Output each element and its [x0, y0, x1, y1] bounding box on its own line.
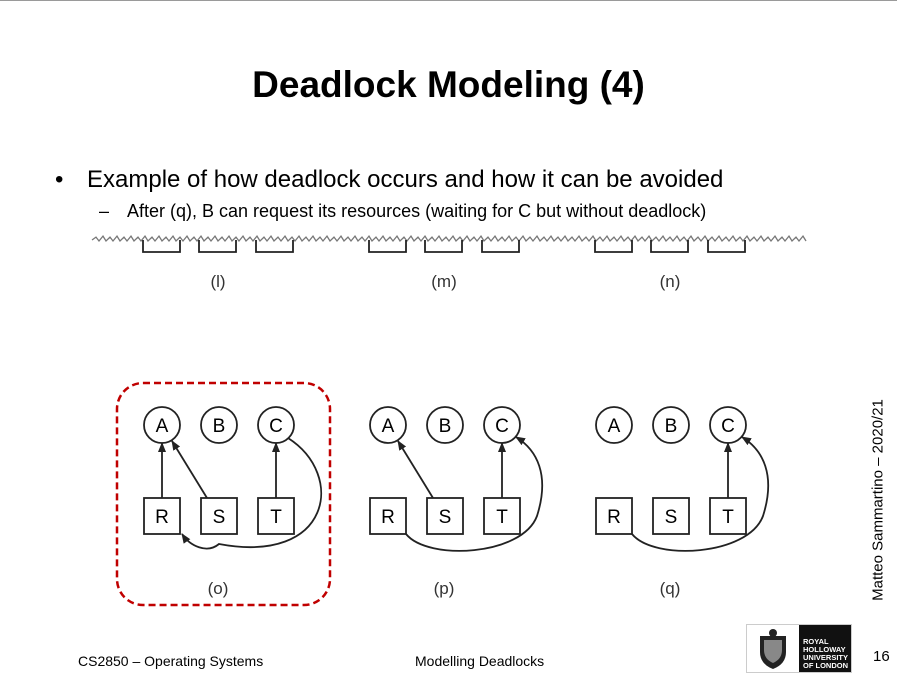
- resource-node: [369, 497, 407, 535]
- resource-label: S: [213, 507, 226, 528]
- edge-arrow: [397, 440, 434, 499]
- sawtooth-line: [91, 235, 807, 243]
- process-node: [652, 406, 690, 444]
- tray: [650, 240, 689, 253]
- process-node: [595, 406, 633, 444]
- resource-node: [143, 497, 181, 535]
- highlight-box: [115, 381, 332, 607]
- process-label: B: [439, 416, 452, 437]
- strip-label: (l): [210, 272, 225, 291]
- logo-text: ROYAL: [803, 637, 829, 646]
- top-border: [0, 0, 897, 1]
- university-logo: ROYAL HOLLOWAY UNIVERSITY OF LONDON: [746, 624, 852, 673]
- diagram-label: (q): [660, 579, 681, 598]
- resource-node: [595, 497, 633, 535]
- process-label: A: [608, 416, 621, 437]
- author-side-text: Matteo Sammartino – 2020/21: [869, 399, 887, 601]
- process-label: A: [382, 416, 395, 437]
- tray: [142, 240, 181, 253]
- resource-label: T: [722, 507, 734, 528]
- logo-text: OF LONDON: [803, 661, 848, 670]
- process-label: B: [213, 416, 226, 437]
- process-label: B: [665, 416, 678, 437]
- process-label: C: [269, 416, 283, 437]
- strip-label: (n): [660, 272, 681, 291]
- bullet-text: Example of how deadlock occurs and how i…: [87, 166, 724, 193]
- logo-text: UNIVERSITY: [803, 653, 849, 662]
- edge-arrow: [171, 440, 208, 499]
- tray: [594, 240, 633, 253]
- edge-arrow: [405, 436, 544, 552]
- resource-label: T: [270, 507, 282, 528]
- resource-node: [426, 497, 464, 535]
- resource-node: [257, 497, 295, 535]
- strip-label: (m): [431, 272, 456, 291]
- diagram-label: (o): [208, 579, 229, 598]
- process-label: C: [495, 416, 509, 437]
- diagram-label: (p): [434, 579, 455, 598]
- process-label: C: [721, 416, 735, 437]
- tray: [707, 240, 746, 253]
- footer-course: CS2850 – Operating Systems: [78, 653, 264, 669]
- resource-node: [200, 497, 238, 535]
- crest-icon: [747, 625, 799, 672]
- resource-label: R: [381, 507, 395, 528]
- logo-text: HOLLOWAY: [803, 645, 846, 654]
- tray: [481, 240, 520, 253]
- page-number: 16: [873, 648, 890, 665]
- tray: [198, 240, 237, 253]
- resource-label: T: [496, 507, 508, 528]
- resource-node: [652, 497, 690, 535]
- slide-title: Deadlock Modeling (4): [252, 64, 645, 105]
- tray: [368, 240, 407, 253]
- tray: [255, 240, 294, 253]
- resource-label: S: [665, 507, 678, 528]
- process-node: [426, 406, 464, 444]
- resource-label: S: [439, 507, 452, 528]
- resource-node: [483, 497, 521, 535]
- resource-label: R: [155, 507, 169, 528]
- footer-topic: Modelling Deadlocks: [415, 653, 545, 669]
- process-node: [200, 406, 238, 444]
- sub-bullet-marker: –: [99, 201, 110, 221]
- process-label: A: [156, 416, 169, 437]
- sub-bullet-text: After (q), B can request its resources (…: [127, 201, 707, 221]
- tray: [424, 240, 463, 253]
- process-node: [369, 406, 407, 444]
- edge-arrow: [181, 437, 322, 550]
- bullet-marker: •: [55, 166, 64, 193]
- resource-label: R: [607, 507, 621, 528]
- edge-arrow: [631, 436, 770, 552]
